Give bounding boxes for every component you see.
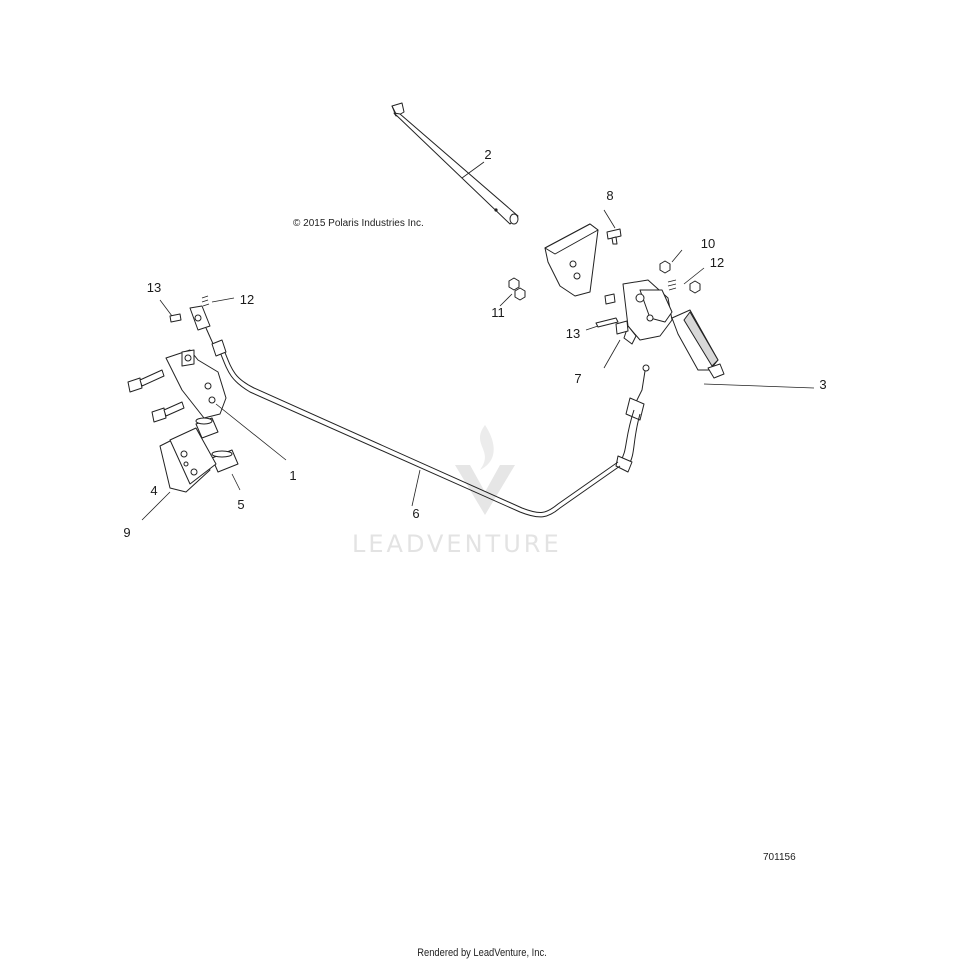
cable-clevis-left[interactable] <box>189 305 227 357</box>
copyright-text: © 2015 Polaris Industries Inc. <box>293 218 424 229</box>
part-12-clip-left[interactable] <box>201 295 210 307</box>
part-6-cable[interactable] <box>219 349 621 518</box>
callout-4: 4 <box>150 483 158 498</box>
footer-text: Rendered by LeadVenture, Inc. <box>417 947 547 959</box>
callout-12-right: 12 <box>709 255 725 270</box>
part-5-spacers[interactable] <box>195 417 239 473</box>
callout-9: 9 <box>123 525 131 540</box>
part-4-pad[interactable] <box>159 427 217 493</box>
callout-2: 2 <box>484 147 492 162</box>
part-10-nut[interactable] <box>659 260 701 294</box>
callout-6: 6 <box>412 506 420 521</box>
part-2-rod[interactable] <box>391 102 519 225</box>
leader-lines <box>141 161 815 521</box>
part-7-bolt[interactable] <box>615 320 629 335</box>
part-3-brake-lever[interactable] <box>622 279 725 379</box>
callout-11: 11 <box>491 305 505 320</box>
part-1-bracket[interactable] <box>165 349 227 419</box>
part-13-pin-left[interactable] <box>169 313 182 323</box>
callout-5: 5 <box>237 497 245 512</box>
part-11-nuts[interactable] <box>508 277 526 301</box>
callout-1: 1 <box>289 468 297 483</box>
cable-upper-end[interactable] <box>615 364 650 473</box>
drawing-number: 701156 <box>763 852 796 863</box>
part-9-bolts[interactable] <box>127 369 185 423</box>
watermark-text: LEADVENTURE <box>352 530 562 558</box>
part-13-bolt-right[interactable] <box>595 293 619 328</box>
watermark-logo-icon <box>455 425 515 515</box>
callout-8: 8 <box>606 188 614 203</box>
callout-13-left: 13 <box>146 280 162 295</box>
callout-13-right: 13 <box>565 326 581 341</box>
callout-3: 3 <box>819 377 827 392</box>
callout-7: 7 <box>574 371 582 386</box>
part-12-clip-right[interactable] <box>667 279 677 291</box>
part-8-bracket[interactable] <box>544 223 622 297</box>
callout-12-left: 12 <box>239 292 255 307</box>
callout-10: 10 <box>700 236 716 251</box>
